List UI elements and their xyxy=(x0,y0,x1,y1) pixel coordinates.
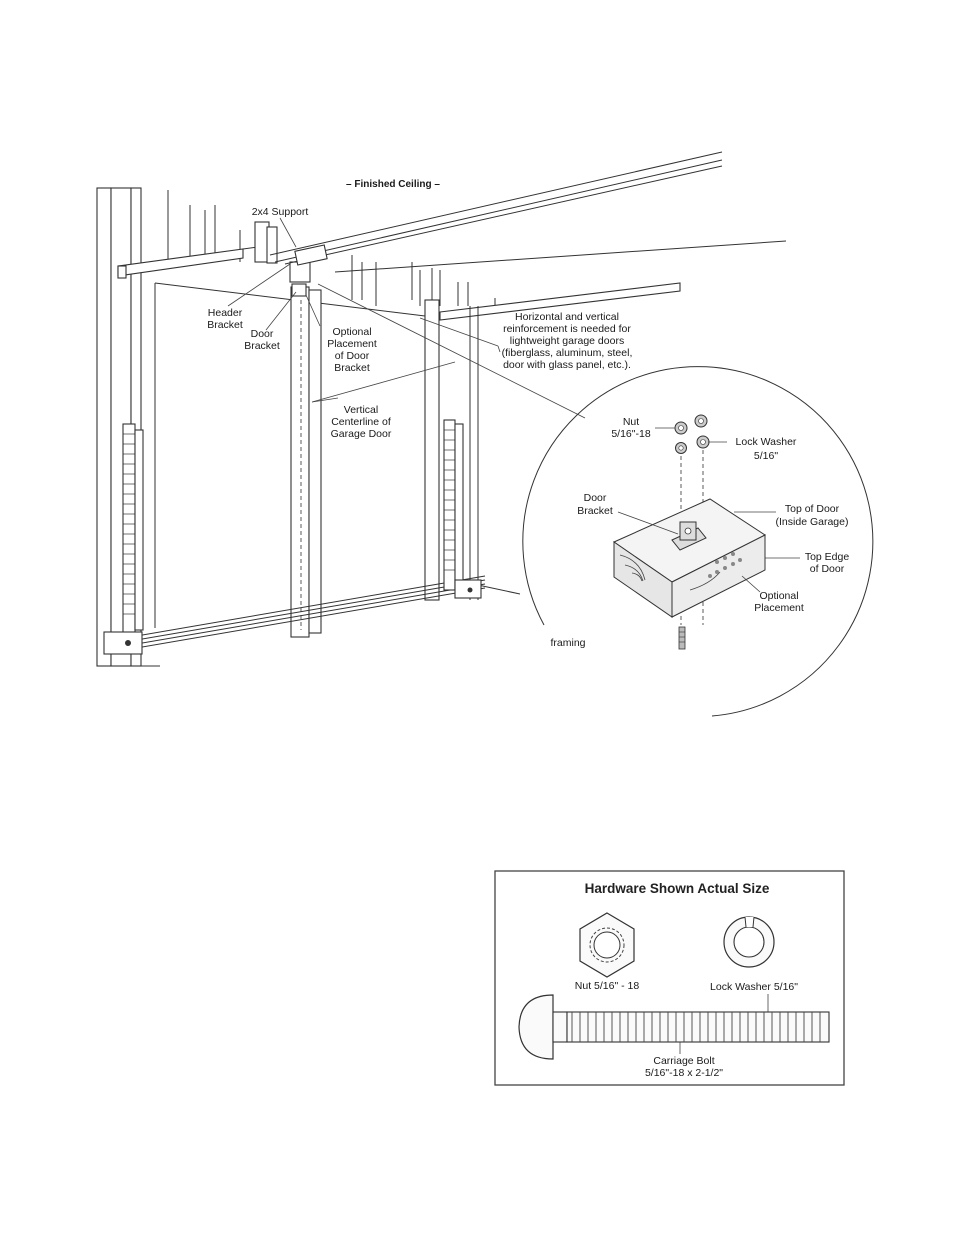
detail-door-bracket-label-1: Door xyxy=(584,492,607,504)
reinforcement-note-2: reinforcement is needed for xyxy=(503,323,631,335)
detail-nut-label-2: 5/16"-18 xyxy=(611,428,650,440)
top-edge-label-1: Top Edge xyxy=(805,551,850,563)
header-bracket-label-1: Header xyxy=(208,307,243,319)
detail-nut-icon xyxy=(674,421,688,454)
detail-view: Nut 5/16"-18 Lock Washer 5/16" Door Brac… xyxy=(522,366,874,717)
detail-door-bracket-label-2: Bracket xyxy=(577,505,613,517)
detail-nut-label-1: Nut xyxy=(623,416,639,428)
support-label: 2x4 Support xyxy=(252,206,309,218)
reinforcement-note-1: Horizontal and vertical xyxy=(515,311,619,323)
hardware-title: Hardware Shown Actual Size xyxy=(585,881,770,896)
carriage-bolt-label-1: Carriage Bolt xyxy=(653,1055,714,1067)
hex-nut-icon xyxy=(579,912,635,978)
carriage-bolt-icon xyxy=(518,994,830,1060)
centerline-label-2: Centerline of xyxy=(331,416,391,428)
optional-placement-label-4: Bracket xyxy=(334,362,370,374)
nut-label: Nut 5/16" - 18 xyxy=(575,980,640,992)
detail-lock-washer-label-2: 5/16" xyxy=(754,450,778,462)
detail-carriage-bolt-icon xyxy=(678,626,686,650)
top-of-door-label-1: Top of Door xyxy=(785,503,840,515)
detail-optional-label-2: Placement xyxy=(754,602,804,614)
door-top-block xyxy=(612,498,766,618)
door-bracket-label-1: Door xyxy=(251,328,274,340)
centerline-label-3: Garage Door xyxy=(331,428,392,440)
optional-placement-label-1: Optional xyxy=(332,326,371,338)
header-bracket-label-2: Bracket xyxy=(207,319,243,331)
centerline-label-1: Vertical xyxy=(344,404,378,416)
hardware-actual-size-box: Hardware Shown Actual Size Nut 5/16" - 1… xyxy=(494,870,845,1086)
reinforcement-note-5: door with glass panel, etc.). xyxy=(503,359,631,371)
detail-door-bracket-icon xyxy=(671,521,707,551)
detail-lock-washer-icon xyxy=(694,414,710,449)
reinforcement-note-3: lightweight garage doors xyxy=(510,335,624,347)
lock-washer-label: Lock Washer 5/16" xyxy=(710,981,798,993)
optional-placement-label-2: Placement xyxy=(327,338,377,350)
lock-washer-icon xyxy=(723,916,775,968)
finished-ceiling-label: – Finished Ceiling – xyxy=(346,179,440,190)
top-of-door-label-2: (Inside Garage) xyxy=(776,516,849,528)
garage-illustration xyxy=(96,151,787,667)
optional-placement-label-3: of Door xyxy=(335,350,370,362)
detail-lock-washer-label-1: Lock Washer xyxy=(736,436,797,448)
detail-optional-label-1: Optional xyxy=(759,590,798,602)
reinforcement-note-4: (fiberglass, aluminum, steel, xyxy=(502,347,633,359)
framing-label: framing xyxy=(550,637,585,649)
top-edge-label-2: of Door xyxy=(810,563,845,575)
carriage-bolt-label-2: 5/16"-18 x 2-1/2" xyxy=(645,1067,723,1079)
main-labels: – Finished Ceiling – 2x4 Support Header … xyxy=(207,179,632,440)
door-bracket-label-2: Bracket xyxy=(244,340,280,352)
